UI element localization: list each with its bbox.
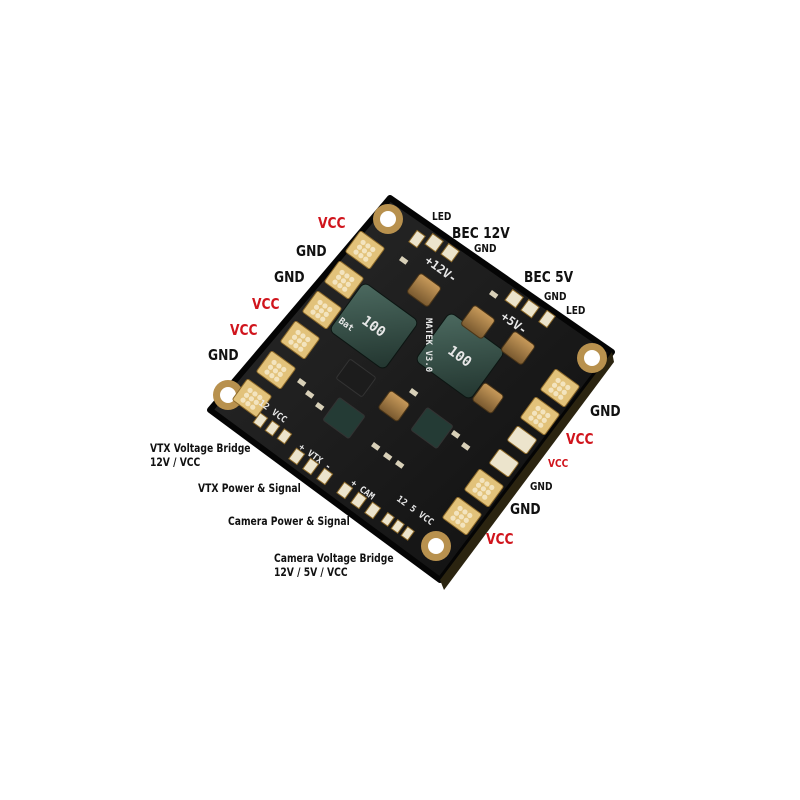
- bec5-label: BEC 5V: [524, 268, 574, 286]
- vtx-bridge-line: VTX Voltage Bridge: [150, 441, 251, 455]
- right-pad-label: VCC: [548, 457, 569, 470]
- left-pad-row: [232, 230, 385, 418]
- bec12-gnd-pad: [440, 242, 460, 263]
- solder-pad: [540, 368, 580, 408]
- bottom-left-pads: [252, 412, 415, 541]
- bec5-pad: [504, 288, 524, 309]
- left-pad-label: VCC: [318, 214, 346, 232]
- cam-bridge-line: 12V / 5V / VCC: [274, 565, 348, 579]
- ics: [323, 359, 453, 449]
- led-5v-pad: [538, 309, 556, 329]
- vtx-bridge-line: 12V / VCC: [150, 455, 201, 469]
- solder-pad: [345, 230, 385, 270]
- bec5-gnd-pad: [520, 298, 540, 319]
- vtx-bridge-pad: [276, 428, 293, 445]
- left-pad-label: VCC: [252, 295, 280, 313]
- solder-pad: [464, 468, 504, 508]
- led-label: LED: [432, 210, 452, 223]
- solder-pad: [232, 378, 272, 418]
- cam-pad: [364, 501, 382, 520]
- silk-brand: MATEK V3.0: [423, 318, 433, 372]
- vtx-power-label: VTX Power & Signal: [198, 481, 301, 495]
- solder-pad-small: [507, 425, 537, 455]
- cam-bridge-line: Camera Voltage Bridge: [274, 551, 394, 565]
- right-pad-label: VCC: [486, 530, 514, 548]
- left-pad-label: GND: [208, 346, 239, 364]
- left-pad-label: VCC: [230, 321, 258, 339]
- solder-pad: [256, 350, 296, 390]
- top-pads: [408, 229, 556, 329]
- solder-pad: [520, 396, 560, 436]
- mounting-hole-right: [577, 343, 607, 373]
- capacitors: [378, 273, 535, 422]
- left-pad-label: GND: [274, 268, 305, 286]
- vtx-bridge-label: VTX Voltage Bridge 12V / VCC: [150, 441, 251, 469]
- vtx-pad: [302, 457, 320, 476]
- solder-pad: [324, 260, 364, 300]
- right-pad-label: GND: [530, 480, 553, 493]
- cam-bridge-pad: [400, 525, 415, 541]
- cam-bridge-label: Camera Voltage Bridge 12V / 5V / VCC: [274, 551, 394, 579]
- right-pad-label: GND: [590, 402, 621, 420]
- left-pad-label: GND: [296, 242, 327, 260]
- solder-pad: [442, 496, 482, 536]
- bec12-gnd-label: GND: [474, 242, 497, 255]
- solder-pad: [302, 290, 342, 330]
- led-label-right: LED: [566, 304, 586, 317]
- vtx-pad: [288, 447, 306, 466]
- right-pad-label: VCC: [566, 430, 594, 448]
- solder-pad: [280, 320, 320, 360]
- vtx-pad: [316, 467, 334, 486]
- bec12-label: BEC 12V: [452, 224, 510, 242]
- mounting-hole-bottom: [421, 531, 451, 561]
- vtx-bridge-pad: [252, 412, 269, 429]
- led-12v-pad: [408, 229, 426, 249]
- cam-bridge-pad: [390, 518, 405, 534]
- cam-bridge-pad: [380, 511, 395, 527]
- solder-pad-small: [489, 448, 519, 478]
- vtx-bridge-pad: [264, 420, 281, 437]
- cam-pad: [350, 491, 368, 510]
- smd-parts: [297, 256, 499, 469]
- bec5-gnd-label: GND: [544, 290, 567, 303]
- cam-power-label: Camera Power & Signal: [228, 514, 350, 528]
- bec12-pad: [424, 232, 444, 253]
- inductor-left: 100: [330, 283, 418, 369]
- cam-pad: [336, 481, 354, 500]
- right-pad-row: [442, 368, 580, 536]
- right-pad-label: GND: [510, 500, 541, 518]
- mounting-hole-top: [373, 204, 403, 234]
